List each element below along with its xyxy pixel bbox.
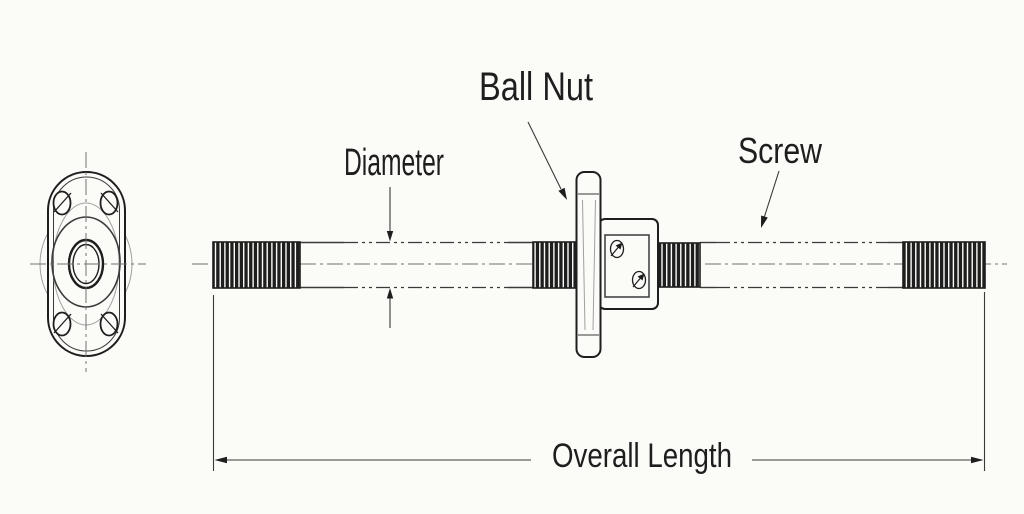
ball-nut bbox=[575, 171, 659, 358]
screw-shaft bbox=[192, 241, 1007, 289]
ball-return-tube-top bbox=[609, 239, 625, 259]
nut-flange-shading-line bbox=[582, 199, 586, 331]
label-ball-nut: Ball Nut bbox=[479, 65, 593, 109]
leader-arrowhead bbox=[558, 187, 567, 200]
dimension-arrow-right bbox=[971, 456, 984, 464]
label-screw: Screw bbox=[738, 130, 823, 171]
leader-arrowhead bbox=[761, 215, 768, 228]
dimension-arrow-down bbox=[386, 231, 394, 242]
nut-flange bbox=[575, 171, 602, 358]
overall-length-dimension: Overall Length bbox=[212, 292, 986, 475]
nut-face-plate bbox=[604, 234, 650, 298]
nut-flange-shading-line bbox=[592, 199, 596, 331]
bolt-hole-bottom-right bbox=[99, 311, 119, 337]
thread-section-mid-left bbox=[532, 241, 578, 289]
thread-section-left bbox=[212, 241, 301, 289]
label-diameter: Diameter bbox=[344, 142, 444, 184]
dimension-arrow-up bbox=[386, 288, 394, 299]
bolt-hole-top-left bbox=[52, 190, 72, 216]
flange-end-view bbox=[30, 152, 146, 372]
dimension-arrow-left bbox=[214, 456, 227, 464]
bolt-hole-top-right bbox=[99, 190, 119, 216]
diameter-dimension: Diameter bbox=[344, 142, 444, 328]
thread-section-mid-right bbox=[657, 242, 701, 288]
label-overall-length: Overall Length bbox=[552, 437, 732, 475]
ball-return-tube-bottom bbox=[631, 270, 647, 290]
bolt-hole-bottom-left bbox=[52, 311, 72, 337]
ball-nut-leader: Ball Nut bbox=[479, 65, 593, 200]
thread-section-right bbox=[902, 241, 986, 289]
screw-leader: Screw bbox=[738, 130, 823, 228]
